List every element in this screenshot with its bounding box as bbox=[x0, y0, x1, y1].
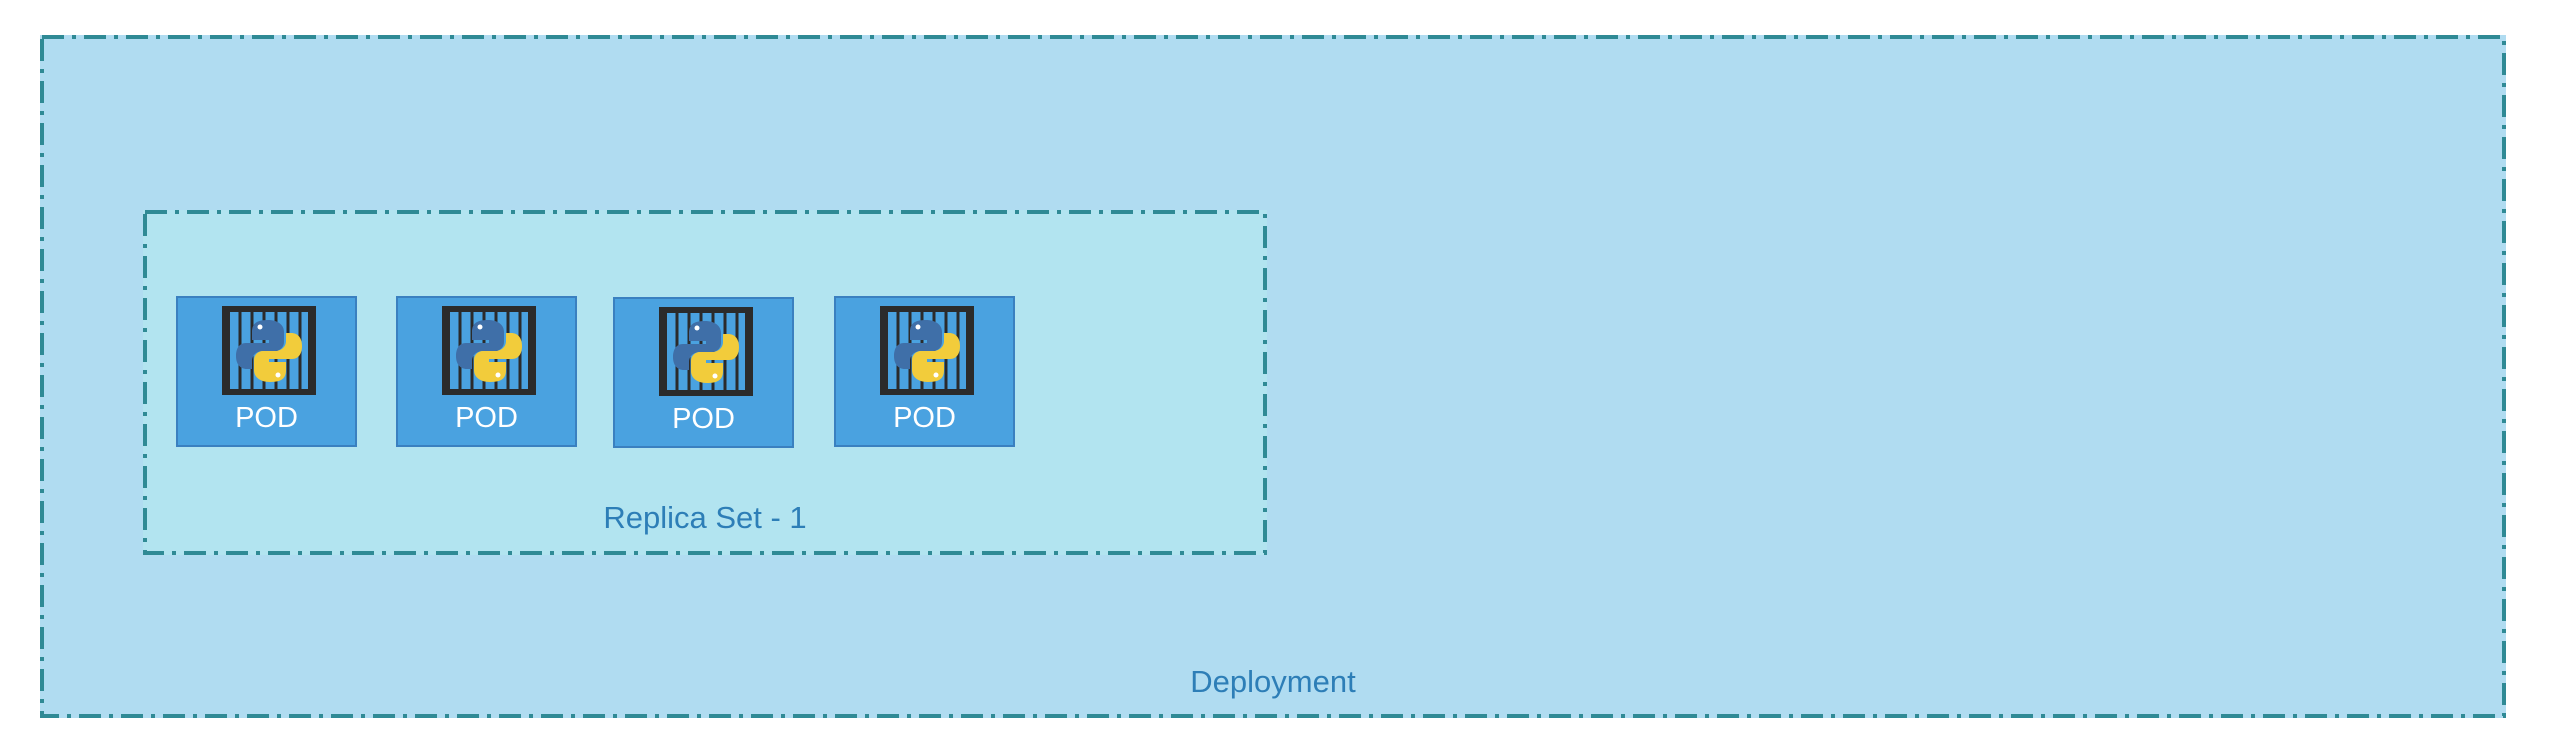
python-container-icon bbox=[659, 307, 753, 396]
pod-2: POD bbox=[396, 296, 577, 447]
pod-label: POD bbox=[672, 403, 735, 435]
pod-3: POD bbox=[613, 297, 794, 448]
replicaset-box: POD POD bbox=[143, 210, 1267, 555]
python-container-icon bbox=[880, 306, 974, 395]
python-container-icon bbox=[222, 306, 316, 395]
python-container-icon bbox=[442, 306, 536, 395]
deployment-label: Deployment bbox=[1190, 664, 1356, 699]
deployment-box: POD POD bbox=[40, 35, 2506, 718]
pod-label: POD bbox=[235, 402, 298, 434]
pod-label: POD bbox=[893, 402, 956, 434]
pod-1: POD bbox=[176, 296, 357, 447]
pod-label: POD bbox=[455, 402, 518, 434]
pod-4: POD bbox=[834, 296, 1015, 447]
replicaset-label: Replica Set - 1 bbox=[603, 500, 807, 535]
